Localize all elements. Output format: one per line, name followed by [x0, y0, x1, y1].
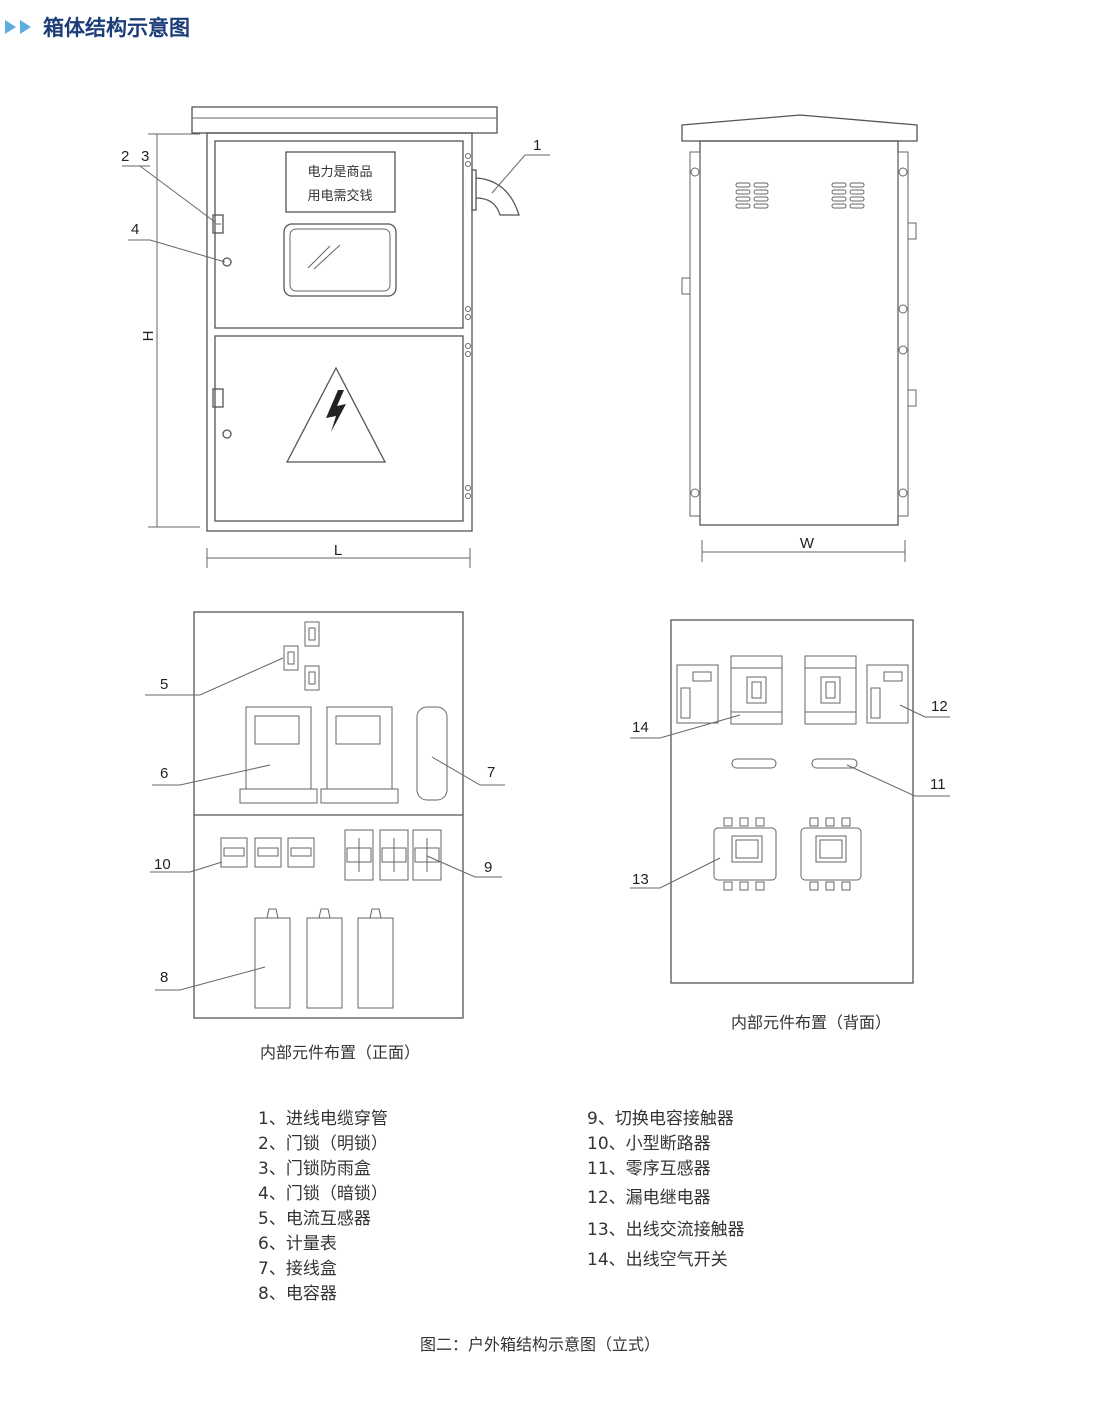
cable-conduit — [475, 177, 520, 216]
svg-text:电力是商品: 电力是商品 — [307, 165, 372, 180]
front-internal-layout: 5 6 7 10 9 8 内部元件布置（正面） — [145, 611, 505, 1062]
legend-item: 1、进线电缆穿管 — [258, 1109, 388, 1129]
svg-text:9: 9 — [484, 859, 492, 876]
legend-item: 10、小型断路器 — [587, 1134, 711, 1154]
back-layout-caption: 内部元件布置（背面） — [731, 1013, 891, 1032]
svg-text:12: 12 — [931, 698, 948, 715]
vents — [735, 182, 865, 209]
svg-text:14: 14 — [632, 719, 649, 736]
svg-text:13: 13 — [632, 871, 649, 888]
legend-item: 5、电流互感器 — [258, 1209, 371, 1229]
hinges — [465, 153, 471, 499]
svg-text:11: 11 — [930, 776, 946, 793]
junction-box — [416, 706, 448, 801]
warning-sign — [285, 151, 396, 213]
mini-breakers — [220, 837, 315, 868]
svg-text:W: W — [800, 535, 815, 552]
svg-text:7: 7 — [487, 764, 495, 781]
lock-icon — [212, 214, 224, 234]
figure-caption: 图二：户外箱结构示意图（立式） — [420, 1335, 660, 1354]
svg-text:用电需交钱: 用电需交钱 — [307, 188, 372, 204]
section-title: 箱体结构示意图 — [43, 16, 190, 40]
legend-item: 8、电容器 — [258, 1284, 337, 1304]
svg-text:H: H — [140, 331, 157, 342]
back-internal-layout: 14 12 11 13 内部元件布置（背面） — [630, 619, 950, 1032]
legend-item: 9、切换电容接触器 — [587, 1109, 734, 1129]
lower-door — [214, 335, 464, 522]
legend: 1、进线电缆穿管 2、门锁（明锁） 3、门锁防雨盒 4、门锁（暗锁） 5、电流互… — [258, 1109, 745, 1304]
svg-text:6: 6 — [160, 765, 168, 782]
current-transformers — [283, 621, 320, 691]
keyhole-icon — [222, 429, 232, 439]
zero-sequence-transformers — [731, 758, 858, 769]
svg-text:3: 3 — [141, 148, 149, 165]
lightning-icon — [326, 390, 346, 432]
viewing-window — [283, 223, 397, 297]
legend-item: 3、门锁防雨盒 — [258, 1159, 371, 1179]
legend-item: 11、零序互感器 — [587, 1159, 711, 1179]
arrow-icon — [20, 20, 31, 34]
air-switches — [730, 655, 857, 725]
leakage-relays — [676, 664, 909, 724]
svg-text:4: 4 — [131, 221, 139, 238]
legend-item: 6、计量表 — [258, 1234, 337, 1254]
front-view: 电力是商品 用电需交钱 1 2 3 4 H L — [121, 106, 550, 568]
svg-text:1: 1 — [533, 137, 541, 154]
capacitor-contactors — [344, 829, 442, 881]
upper-door — [214, 140, 464, 329]
section-header: 箱体结构示意图 — [5, 16, 190, 40]
lock-icon — [212, 388, 224, 408]
high-voltage-warning — [285, 366, 387, 463]
svg-text:5: 5 — [160, 676, 168, 693]
meters — [239, 706, 399, 804]
legend-item: 12、漏电继电器 — [587, 1188, 711, 1208]
back-view: W — [681, 114, 918, 562]
capacitors — [254, 908, 394, 1009]
legend-item: 7、接线盒 — [258, 1259, 337, 1279]
legend-item: 13、出线交流接触器 — [587, 1220, 745, 1240]
svg-text:8: 8 — [160, 969, 168, 986]
front-layout-caption: 内部元件布置（正面） — [260, 1043, 420, 1062]
svg-text:2: 2 — [121, 148, 129, 165]
legend-item: 4、门锁（暗锁） — [258, 1184, 388, 1204]
legend-item: 14、出线空气开关 — [587, 1250, 728, 1270]
svg-text:10: 10 — [154, 856, 171, 873]
keyhole-icon — [222, 257, 232, 267]
output-contactors — [713, 817, 862, 891]
arrow-icon — [5, 20, 16, 34]
svg-text:L: L — [334, 542, 342, 559]
legend-item: 2、门锁（明锁） — [258, 1134, 388, 1154]
